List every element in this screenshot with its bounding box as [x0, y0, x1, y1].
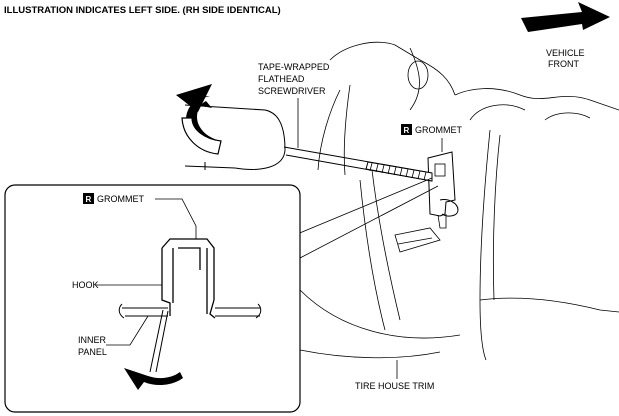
detail-inner-panel-label-2: PANEL: [78, 347, 107, 357]
detail-inset: [4, 184, 301, 413]
svg-text:R: R: [404, 126, 410, 135]
detail-grommet-badge: R: [83, 193, 94, 204]
vehicle-front-label-2: FRONT: [548, 59, 579, 69]
tool-label-1: TAPE-WRAPPED: [258, 62, 330, 72]
grommet-label: GROMMET: [415, 125, 462, 135]
rotate-arrow-icon: [176, 84, 222, 155]
vehicle-front-label-1: VEHICLE: [546, 48, 585, 58]
detail-grommet-label: GROMMET: [97, 194, 144, 204]
tool-label-3: SCREWDRIVER: [258, 86, 326, 96]
tool-label-2: FLATHEAD: [258, 74, 305, 84]
header-note: ILLUSTRATION INDICATES LEFT SIDE. (RH SI…: [4, 5, 281, 16]
body-panel-outline: [299, 41, 619, 361]
grommet-badge: R: [401, 124, 412, 135]
tire-house-trim-label: TIRE HOUSE TRIM: [355, 381, 434, 391]
svg-text:R: R: [86, 195, 92, 204]
detail-hook-label: HOOK: [72, 280, 99, 290]
screwdriver-tool: [184, 104, 433, 182]
detail-inner-panel-label-1: INNER: [78, 335, 107, 345]
grommet-part: [427, 151, 459, 229]
vehicle-front-arrow-icon: [521, 2, 610, 32]
